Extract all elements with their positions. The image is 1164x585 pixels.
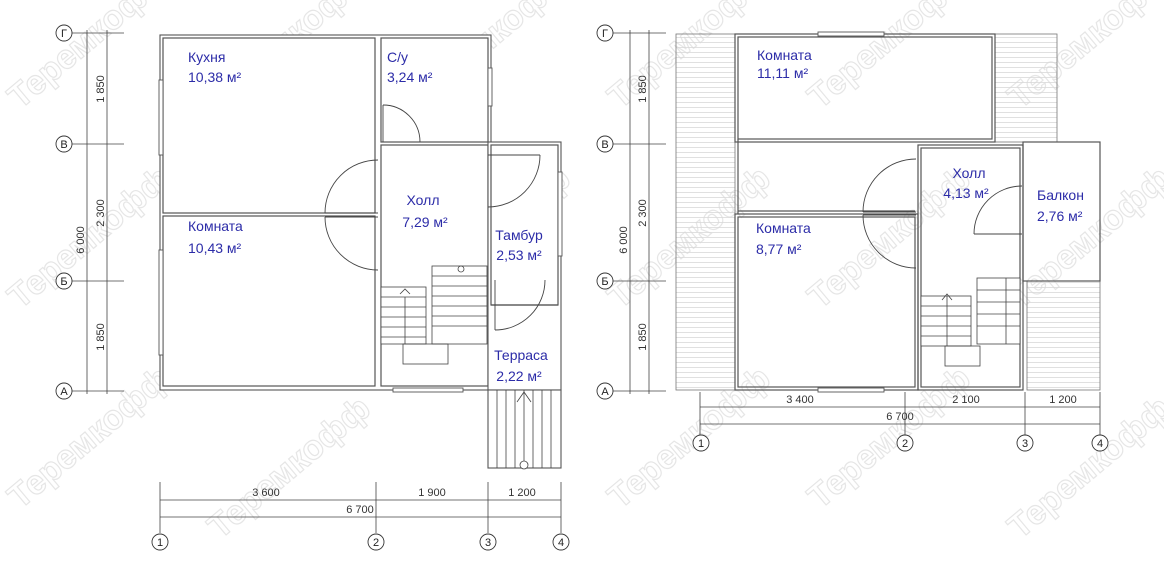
room-area: 10,43 м² xyxy=(188,240,242,256)
dim-total-horizontal: 6 700 xyxy=(346,504,374,516)
dim-segment: 1 850 xyxy=(95,323,107,351)
room-name: Комната xyxy=(188,218,243,234)
room-name: Балкон xyxy=(1037,187,1084,203)
room-name: Холл xyxy=(953,165,986,181)
room-name: Комната xyxy=(756,220,811,236)
axis-label: А xyxy=(601,386,609,398)
watermark: Теремкофф xyxy=(201,389,378,546)
room-name: Холл xyxy=(407,192,440,208)
axis-label: 4 xyxy=(1097,438,1103,450)
row-axis-markers: Г В Б А xyxy=(596,24,614,400)
bottom-dimension-lines xyxy=(159,482,562,533)
axis-label: В xyxy=(601,139,608,151)
row-axis-lines xyxy=(72,30,124,394)
dim-segment: 1 850 xyxy=(637,75,649,103)
dim-total-vertical: 6 000 xyxy=(75,226,87,254)
axis-label: Б xyxy=(60,276,67,288)
axis-label: Б xyxy=(601,276,608,288)
room-name: Комната xyxy=(757,47,812,63)
watermark: Теремкофф xyxy=(801,159,978,316)
row-axis-lines xyxy=(613,30,666,394)
dim-segment: 1 900 xyxy=(418,487,446,499)
dim-segment: 1 850 xyxy=(637,323,649,351)
room-area: 2,53 м² xyxy=(496,247,542,263)
axis-label: 2 xyxy=(373,537,379,549)
floor-2-plan: Г В Б А 6 000 1 850 2 300 1 850 xyxy=(596,24,1109,452)
room-area: 10,38 м² xyxy=(188,69,242,85)
axis-label: 1 xyxy=(157,537,163,549)
rooms-floor-1: Кухня 10,38 м² С/у 3,24 м² Холл 7,29 м² … xyxy=(188,49,548,384)
doors xyxy=(324,104,546,331)
room-area: 2,22 м² xyxy=(496,368,542,384)
watermark: Теремкофф xyxy=(801,359,978,516)
dim-total-horizontal: 6 700 xyxy=(886,411,914,423)
axis-label: В xyxy=(60,139,67,151)
doors xyxy=(862,158,1023,269)
dim-segment: 2 300 xyxy=(95,199,107,227)
room-name: Кухня xyxy=(188,49,225,65)
room-area: 2,76 м² xyxy=(1037,208,1083,224)
interior-stairs xyxy=(380,265,488,365)
dim-total-vertical: 6 000 xyxy=(618,226,630,254)
axis-label: 1 xyxy=(698,438,704,450)
axis-label: 2 xyxy=(902,438,908,450)
dim-segment: 2 100 xyxy=(952,394,980,406)
room-area: 11,11 м² xyxy=(757,65,808,81)
dim-segment: 1 850 xyxy=(95,75,107,103)
column-axis-markers: 1 2 3 4 xyxy=(692,434,1109,452)
dim-segment: 2 300 xyxy=(637,199,649,227)
floor-1-plan: Г В Б А 6 000 1 850 2 300 1 850 xyxy=(55,24,570,551)
dim-segment: 3 600 xyxy=(252,487,280,499)
rooms-floor-2: Комната 11,11 м² Холл 4,13 м² Балкон 2,7… xyxy=(756,47,1084,257)
axis-label: 4 xyxy=(558,537,564,549)
dim-segment: 3 400 xyxy=(786,394,814,406)
room-area: 3,24 м² xyxy=(387,69,433,85)
room-area: 7,29 м² xyxy=(402,214,448,230)
dim-segment: 1 200 xyxy=(1049,394,1077,406)
dim-segment: 1 200 xyxy=(508,487,536,499)
interior-stairs xyxy=(920,277,1021,367)
roof-slopes xyxy=(675,33,1101,391)
bottom-dimension-lines xyxy=(699,392,1101,435)
axis-label: 3 xyxy=(485,537,491,549)
row-axis-markers: Г В Б А xyxy=(55,24,73,400)
watermark: Теремкофф xyxy=(1,0,178,116)
axis-label: 3 xyxy=(1022,438,1028,450)
room-area: 4,13 м² xyxy=(943,185,989,201)
room-name: С/у xyxy=(387,49,408,65)
terrace-stairs xyxy=(496,390,552,470)
watermark: Теремкофф xyxy=(801,0,978,116)
axis-label: Г xyxy=(61,28,67,40)
room-name: Терраса xyxy=(494,347,548,363)
watermark: Теремкофф xyxy=(1,359,178,516)
windows xyxy=(817,31,885,393)
watermark: Теремкофф xyxy=(1,159,178,316)
windows xyxy=(158,67,563,393)
room-name: Тамбур xyxy=(495,227,543,243)
axis-label: Г xyxy=(602,28,608,40)
column-axis-markers: 1 2 3 4 xyxy=(151,533,570,551)
room-area: 8,77 м² xyxy=(756,241,802,257)
axis-label: А xyxy=(60,386,68,398)
